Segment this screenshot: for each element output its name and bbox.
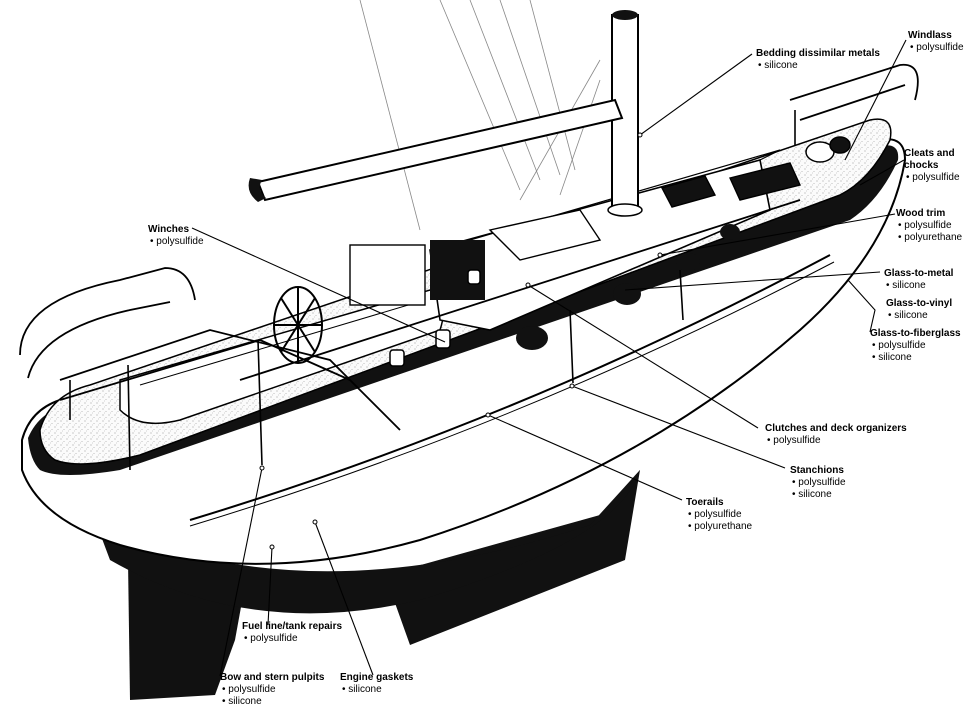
callout-title: Winches: [148, 224, 190, 235]
callout-item: polysulfide: [870, 340, 961, 352]
winches: [389, 269, 481, 367]
callout-title: Windlass: [908, 30, 952, 41]
callout-title: Stanchions: [790, 465, 844, 476]
callout-title: Bedding dissimilar metals: [756, 48, 880, 59]
lifelines: [19, 63, 919, 431]
callout-item: polysulfide: [242, 633, 342, 645]
callout-title: Fuel line/tank repairs: [242, 621, 343, 632]
callout-item: polysulfide: [790, 477, 845, 489]
callout-item: polyurethane: [686, 521, 752, 533]
callout-title: Bow and stern pulpits: [220, 672, 325, 683]
callout-item: silicone: [886, 310, 952, 322]
steering-wheel: [273, 286, 323, 364]
callout-title: Wood trim: [896, 208, 946, 219]
portlights: [516, 224, 740, 350]
callout-glass-to-fiberglass: Glass-to-fiberglass polysulfide silicone: [870, 328, 961, 364]
callout-wood-trim: Wood trim polysulfide polyurethane: [896, 208, 962, 244]
callout-glass-to-metal: Glass-to-metal silicone: [884, 268, 953, 292]
callout-item: silicone: [870, 352, 961, 364]
callout-title: Clutches and deck organizers: [765, 423, 907, 434]
callout-item: polysulfide: [908, 42, 963, 54]
callout-item: polysulfide: [765, 435, 907, 447]
callout-title: Engine gaskets: [340, 672, 414, 683]
callout-title-line1: Cleats and: [904, 148, 955, 159]
leader-lines: [191, 39, 907, 677]
boom: [248, 98, 624, 202]
callout-title: Glass-to-vinyl: [886, 298, 953, 309]
callout-item: polysulfide: [686, 509, 752, 521]
callout-item: silicone: [340, 684, 413, 696]
keel-and-rudder: [95, 470, 640, 700]
windlass: [805, 136, 851, 163]
callout-pulpits: Bow and stern pulpits polysulfide silico…: [220, 672, 324, 708]
callout-title: Glass-to-metal: [884, 268, 954, 279]
stanchion-posts: [69, 110, 796, 471]
callout-item: polysulfide: [220, 684, 324, 696]
callout-item: silicone: [790, 489, 846, 501]
callout-toerails: Toerails polysulfide polyurethane: [686, 497, 752, 533]
callout-title: Glass-to-fiberglass: [870, 328, 961, 339]
callout-winches: Winches polysulfide: [148, 224, 204, 248]
callout-fuel-line: Fuel line/tank repairs polysulfide: [242, 621, 342, 645]
callout-glass-to-vinyl: Glass-to-vinyl silicone: [886, 298, 952, 322]
hatches: [488, 162, 801, 261]
callout-item: polyurethane: [896, 232, 962, 244]
callout-windlass: Windlass polysulfide: [908, 30, 964, 54]
callout-title-line2: chocks: [904, 160, 939, 171]
callout-item: silicone: [756, 60, 880, 72]
callout-title: Toerails: [686, 497, 724, 508]
callout-item: polysulfide: [148, 236, 203, 248]
callout-stanchions: Stanchions polysulfide silicone: [790, 465, 846, 501]
callout-engine-gaskets: Engine gaskets silicone: [340, 672, 413, 696]
callout-clutches: Clutches and deck organizers polysulfide: [765, 423, 907, 447]
callout-item: polysulfide: [896, 220, 962, 232]
callout-item: polysulfide: [904, 172, 959, 184]
callout-item: silicone: [220, 696, 324, 708]
callout-cleats: Cleats and chocks polysulfide: [904, 148, 960, 184]
leader-dots: [259, 132, 663, 550]
callout-item: silicone: [884, 280, 953, 292]
callout-bedding: Bedding dissimilar metals silicone: [756, 48, 880, 72]
